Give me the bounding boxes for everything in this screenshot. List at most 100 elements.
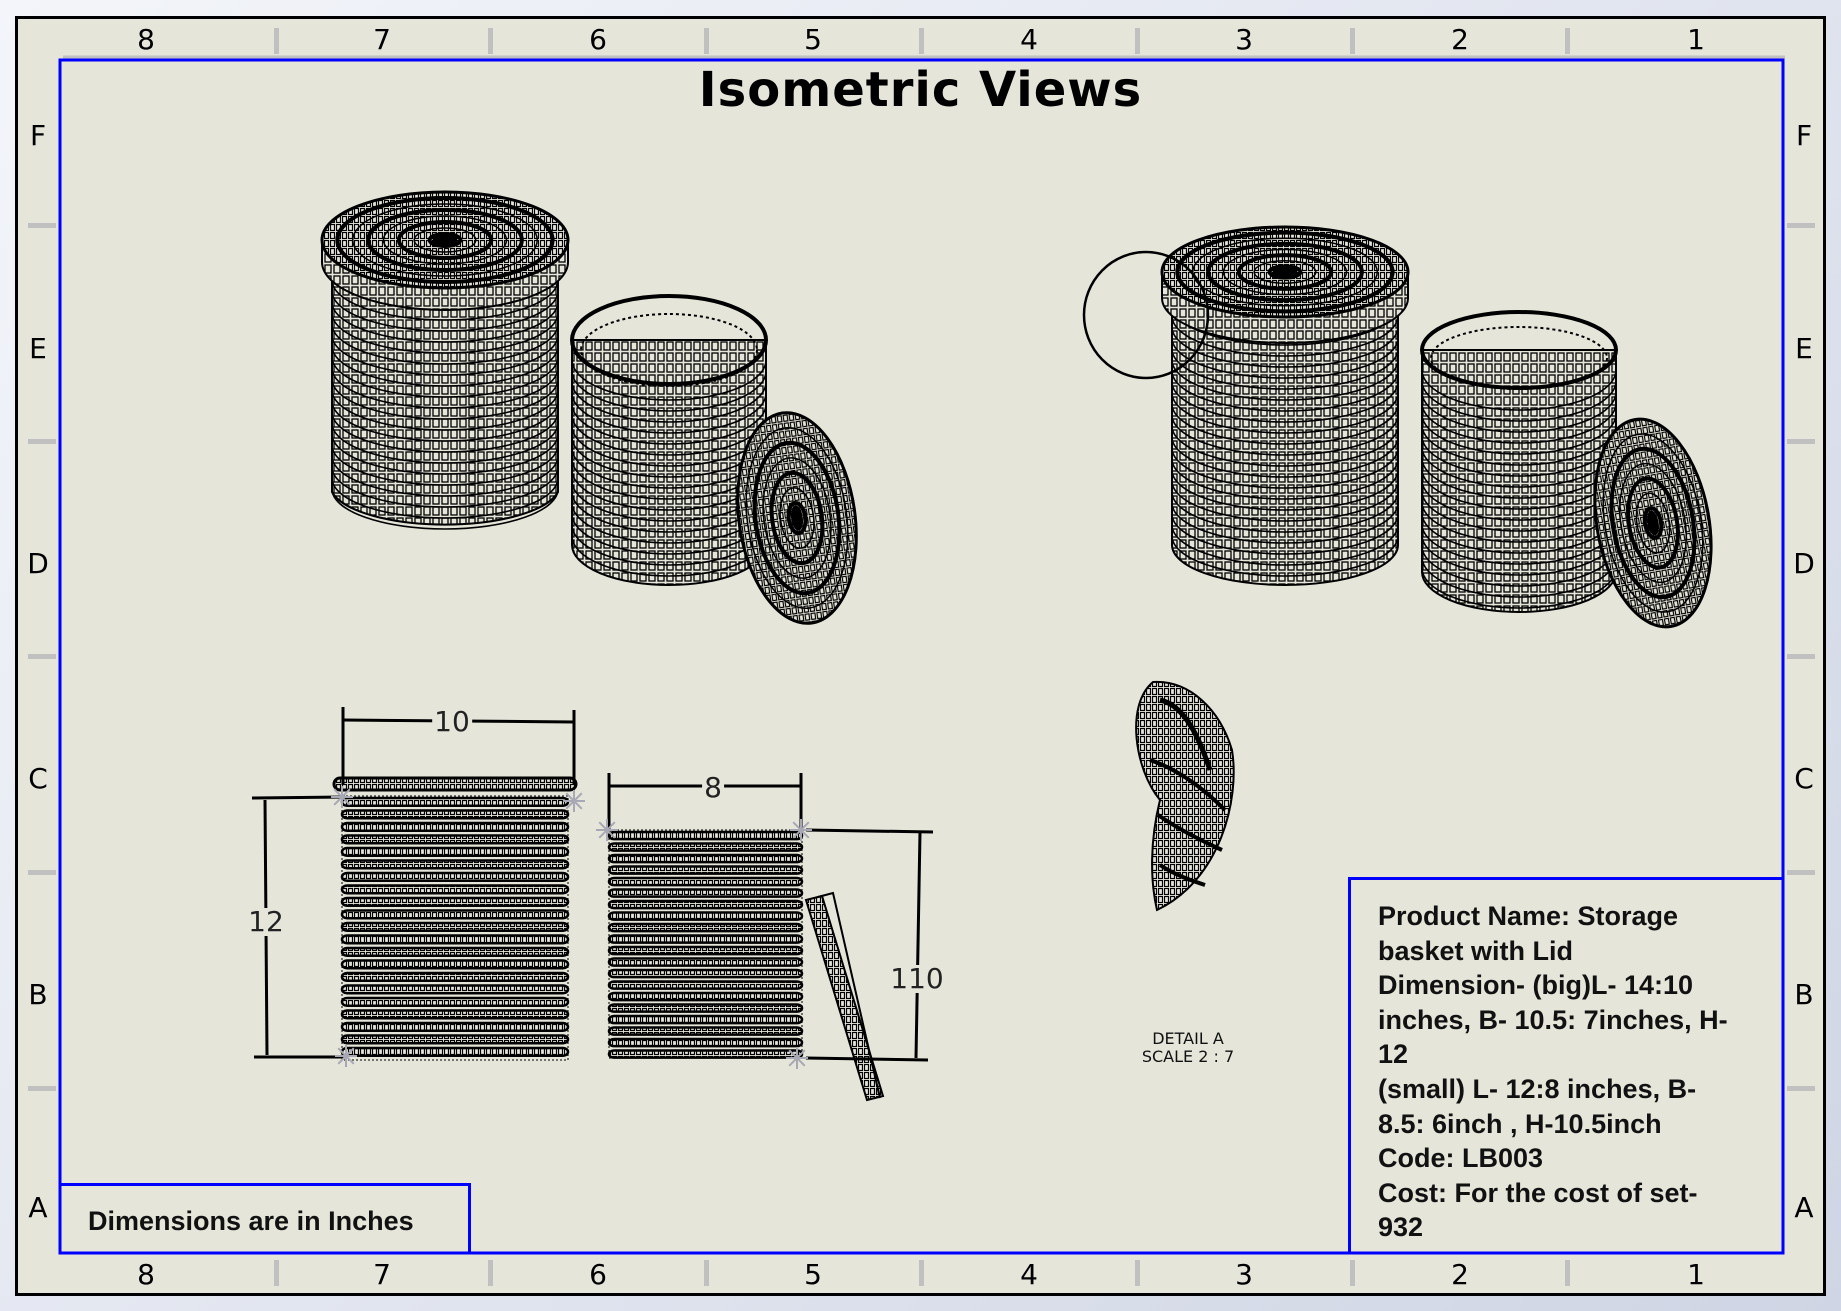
weave-band — [340, 796, 570, 807]
zone-column-label-top: 4 — [1020, 23, 1038, 56]
zone-divider-tick — [28, 870, 56, 875]
zone-divider-tick — [1135, 28, 1140, 54]
weave-ring — [331, 389, 559, 431]
product-info-box: Product Name: Storage basket with Lid Di… — [1348, 877, 1783, 1253]
weave-ring — [571, 392, 767, 434]
weave-band — [340, 1009, 570, 1020]
dimension-value-big-width[interactable]: 10 — [432, 705, 472, 738]
lid-ring — [1253, 260, 1317, 284]
weave-ring — [571, 359, 767, 401]
weave-ring — [331, 312, 559, 354]
info-line: Cost: For the cost of set- — [1378, 1177, 1698, 1208]
info-line: Code: LB003 — [1378, 1143, 1544, 1174]
reference-point-marker — [335, 1045, 357, 1067]
reference-point-marker — [786, 1047, 808, 1069]
weave-ring — [331, 422, 559, 464]
weave-ring — [331, 400, 559, 442]
weave-ring — [1171, 491, 1399, 533]
info-line: 12 — [1378, 1039, 1409, 1070]
weave-band — [340, 884, 570, 895]
leaning-lid — [1593, 417, 1713, 629]
weave-ring — [1171, 469, 1399, 511]
detail-a-scale: SCALE 2 : 7 — [1141, 1047, 1235, 1066]
weave-ring — [571, 370, 767, 412]
weave-ring — [331, 411, 559, 453]
zone-divider-tick — [1565, 1260, 1570, 1286]
weave-band — [607, 830, 804, 841]
units-note-box: Dimensions are in Inches — [59, 1183, 471, 1253]
lid-ring — [1635, 492, 1671, 554]
weave-band — [607, 1014, 804, 1025]
weave-band — [607, 934, 804, 944]
weave-ring — [1171, 513, 1399, 555]
small-basket-open — [570, 294, 768, 586]
drawing-sheet — [15, 16, 1826, 1296]
dimension-value-small-width[interactable]: 8 — [702, 771, 724, 804]
weave-ring — [1171, 535, 1399, 577]
small-basket-front — [607, 829, 804, 1059]
lid-center — [790, 505, 804, 531]
weave-ring — [1171, 337, 1399, 379]
detail-a-view — [1135, 680, 1235, 912]
weave-ring — [331, 290, 559, 332]
detail-a-callout-circle[interactable] — [1082, 250, 1210, 380]
page-title: Isometric Views — [698, 62, 1143, 118]
weave-ring — [1421, 402, 1617, 444]
weave-ring — [331, 279, 559, 321]
lid-center — [432, 234, 458, 246]
zone-column-label-top: 5 — [804, 23, 822, 56]
leaning-lid — [736, 411, 858, 625]
zone-divider-tick — [1135, 1260, 1140, 1286]
zone-divider-tick — [1350, 1260, 1355, 1286]
weave-ring — [1421, 380, 1617, 422]
zone-row-label-left: B — [28, 978, 48, 1011]
detail-a-label: DETAIL A — [1152, 1029, 1224, 1048]
weave-ring — [1421, 567, 1617, 609]
lid-ring — [769, 470, 825, 566]
zone-row-label-right: D — [1793, 547, 1815, 580]
isometric-view-1 — [320, 190, 858, 625]
weave-ring — [1421, 369, 1617, 411]
zone-divider-tick — [1787, 439, 1815, 444]
weave-band — [607, 991, 804, 1002]
weave-band — [607, 980, 804, 990]
weave-ring — [331, 345, 559, 387]
zone-divider-tick — [1350, 28, 1355, 54]
weave-ring — [331, 455, 559, 497]
zone-divider-tick — [1787, 870, 1815, 875]
lid-center — [1647, 510, 1659, 536]
zone-column-label-bottom: 3 — [1235, 1258, 1253, 1291]
inner-frame — [58, 58, 1785, 1255]
weave-band — [607, 853, 804, 864]
dimension-value-small-height[interactable]: 110 — [888, 962, 946, 995]
zone-divider-tick — [488, 1260, 493, 1286]
lid-side-view — [804, 891, 885, 1102]
lid-ring — [382, 215, 508, 265]
weave-band — [340, 971, 570, 982]
zone-column-label-top: 1 — [1687, 23, 1705, 56]
zone-column-label-top: 7 — [373, 23, 391, 56]
small-basket-open — [1420, 310, 1618, 613]
weave-ring — [1171, 414, 1399, 456]
weave-band — [607, 1037, 804, 1048]
zone-column-label-bottom: 6 — [589, 1258, 607, 1291]
weave-ring — [1171, 524, 1399, 566]
info-line: (small) L- 12:8 inches, B- — [1378, 1073, 1697, 1104]
weave-ring — [1171, 403, 1399, 445]
weave-ring — [1171, 370, 1399, 412]
weave-band — [340, 934, 570, 945]
big-basket-front — [332, 776, 578, 1061]
zone-row-label-left: C — [28, 762, 48, 795]
front-view — [251, 707, 934, 1102]
lid-rings — [745, 427, 849, 609]
weave-band — [607, 1049, 804, 1059]
zone-divider-tick — [919, 28, 924, 54]
weave-band — [607, 888, 804, 898]
zone-divider-tick — [274, 1260, 279, 1286]
dimension-value-big-height[interactable]: 12 — [246, 905, 286, 938]
detail-a-caption: DETAIL A SCALE 2 : 7 — [1142, 1030, 1234, 1066]
lid-ring — [1642, 506, 1664, 540]
weave-ring — [331, 301, 559, 343]
weave-ring — [1171, 425, 1399, 467]
